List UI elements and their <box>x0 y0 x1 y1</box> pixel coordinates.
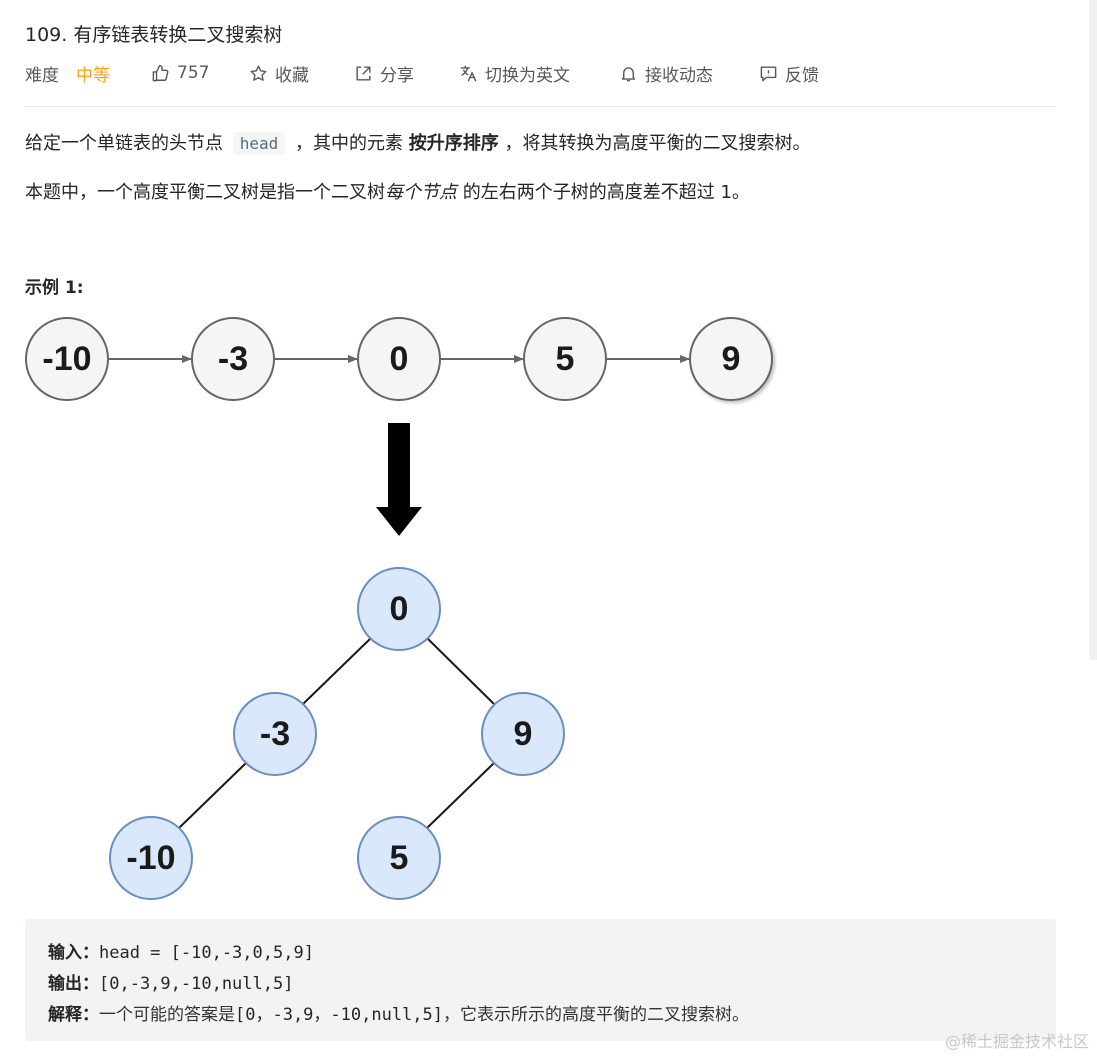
list-node-label: -3 <box>218 340 248 378</box>
share-label: 分享 <box>380 65 414 86</box>
tree-edge <box>302 637 372 705</box>
description-text: ，将其转换为高度平衡的二叉搜索树。 <box>498 133 811 154</box>
tree-node: 5 <box>357 816 441 900</box>
list-node-label: 0 <box>390 340 409 378</box>
favorite-label: 收藏 <box>275 65 309 86</box>
tree-edge <box>426 762 495 829</box>
tree-node-label: 5 <box>390 839 409 877</box>
description-paragraph-2: 本题中，一个高度平衡二叉树是指一个二叉树每个节点 的左右两个子树的高度差不超过 … <box>25 178 750 204</box>
tree-node-label: 9 <box>514 715 533 753</box>
example-diagram: -10 -3 0 5 9 0 -3 9 -10 5 <box>25 317 773 900</box>
example-explanation-text: 一个可能的答案是 <box>99 1005 235 1025</box>
example-code-block: 输入：head = [-10,-3,0,5,9] 输出：[0,-3,9,-10,… <box>25 919 1056 1041</box>
header-divider <box>25 106 1056 107</box>
list-node-label: -10 <box>42 340 91 378</box>
page-scrollbar[interactable] <box>1089 0 1097 660</box>
difficulty-badge: 中等 <box>76 65 110 86</box>
list-node-label: 9 <box>722 340 741 378</box>
favorite-button[interactable]: 收藏 <box>249 60 309 86</box>
tree-node-label: 0 <box>390 590 409 628</box>
example-explanation-label: 解释： <box>48 1005 99 1025</box>
share-button[interactable]: 分享 <box>354 60 414 86</box>
example-output-value: [0,-3,9,-10,null,5] <box>99 974 294 994</box>
example-explanation-text: ，它表示所示的高度平衡的二叉搜索树。 <box>443 1005 749 1025</box>
feedback-icon <box>760 65 777 81</box>
switch-language-button[interactable]: 切换为英文 <box>459 60 570 86</box>
like-count: 757 <box>177 63 210 83</box>
star-icon <box>250 65 267 81</box>
thumb-up-icon <box>152 64 169 81</box>
list-node: -10 <box>25 317 109 401</box>
like-button[interactable]: 757 <box>151 60 209 86</box>
bell-icon <box>621 66 636 81</box>
problem-title: 109. 有序链表转换二叉搜索树 <box>25 24 283 46</box>
description-text: 本题中，一个高度平衡二叉树是指一个二叉树 <box>25 182 385 203</box>
example-explanation-line: 解释：一个可能的答案是[0，-3,9，-10,null,5]，它表示所示的高度平… <box>48 1000 749 1025</box>
problem-meta-bar: 难度 中等 757 收藏 分享 切换为英文 <box>25 60 1055 86</box>
share-icon <box>356 65 371 81</box>
example-title: 示例 1: <box>25 278 84 298</box>
description-text: 给定一个单链表的头节点 <box>25 133 229 154</box>
list-node: 5 <box>523 317 607 401</box>
tree-node: 9 <box>481 692 565 776</box>
notifications-button[interactable]: 接收动态 <box>619 60 713 86</box>
description-paragraph-1: 给定一个单链表的头节点 head ，其中的元素 按升序排序 ，将其转换为高度平衡… <box>25 129 810 155</box>
description-bold-text: 按升序排序 <box>408 133 499 154</box>
feedback-button[interactable]: 反馈 <box>759 60 819 86</box>
list-node-label: 5 <box>556 340 575 378</box>
watermark: @稀土掘金技术社区 <box>944 1032 1089 1051</box>
example-output-label: 输出： <box>48 974 99 994</box>
translate-icon <box>460 65 477 81</box>
tree-node: 0 <box>357 567 441 651</box>
tree-edge <box>178 762 247 829</box>
tree-node: -10 <box>109 816 193 900</box>
description-italic-text: 每个节点 <box>385 182 457 203</box>
example-explanation-value: [0，-3,9，-10,null,5] <box>235 1005 443 1025</box>
tree-node: -3 <box>233 692 317 776</box>
feedback-label: 反馈 <box>785 65 819 86</box>
difficulty-label: 难度 <box>25 65 59 86</box>
tree-node-label: -3 <box>260 715 290 753</box>
example-input-label: 输入： <box>48 943 99 963</box>
transform-arrow <box>376 423 422 536</box>
tree-edge <box>426 637 495 705</box>
inline-code-head: head <box>232 132 286 155</box>
example-output-line: 输出：[0,-3,9,-10,null,5] <box>48 969 293 994</box>
tree-node-label: -10 <box>126 839 175 877</box>
example-input-line: 输入：head = [-10,-3,0,5,9] <box>48 938 314 963</box>
description-text: 的左右两个子树的高度差不超过 1。 <box>457 182 750 203</box>
list-node: 0 <box>357 317 441 401</box>
description-text: ，其中的元素 <box>289 133 409 154</box>
example-input-value: head = [-10,-3,0,5,9] <box>99 943 314 963</box>
list-node: 9 <box>689 317 773 401</box>
switch-language-label: 切换为英文 <box>485 65 570 86</box>
list-node: -3 <box>191 317 275 401</box>
notifications-label: 接收动态 <box>645 65 713 86</box>
